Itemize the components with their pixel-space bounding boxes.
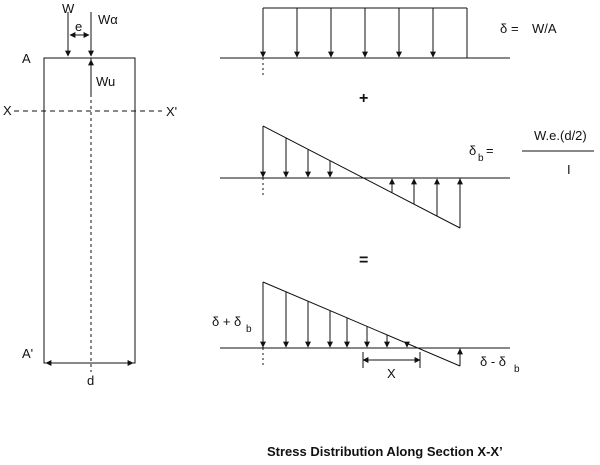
bending-eq: = [486,143,494,158]
uniform-arrows [260,8,436,58]
combined-x-label: X [387,366,396,381]
plus-sign: + [359,90,368,107]
column-top-label: A [22,51,31,66]
uniform-stress-diagram: δ = W/A [220,7,557,76]
column-outline [43,57,136,364]
bending-up-arrows [389,178,463,228]
uniform-formula-eq: = [511,21,519,36]
axial-load-label: Wα [98,12,118,27]
moment-load-label: Wu [96,74,115,89]
bending-denominator: I [567,162,571,177]
combined-stress-diagram: δ + δ b δ - δ b X [212,281,520,381]
load-w-label: W [62,1,75,16]
combined-down-arrows [260,282,410,348]
uniform-formula-lhs: δ [500,21,507,36]
column-figure: W e Wα Wu A A' d X X' [3,1,177,388]
bending-slope-line [262,125,461,229]
combined-max-sub: b [246,324,252,335]
combined-min-main: δ - δ [480,354,506,369]
bending-down-arrows [260,126,333,178]
equals-sign: = [359,252,368,269]
section-left-label: X [3,103,12,118]
column-bottom-label: A' [22,346,33,361]
bending-lhs-main: δ [469,143,476,158]
uniform-formula-rhs: W/A [532,21,557,36]
combined-slope-line [262,281,461,367]
eccentricity-label: e [75,19,82,34]
column-width-label: d [87,373,94,388]
bending-lhs-sub: b [478,153,484,164]
figure-caption: Stress Distribution Along Section X-X’ [267,444,503,459]
combined-max-main: δ + δ [212,314,241,329]
combined-min-sub: b [514,364,520,375]
bending-numerator: W.e.(d/2) [534,128,587,143]
bending-stress-diagram: δ b = W.e.(d/2) I [220,125,594,229]
section-right-label: X' [166,104,177,119]
